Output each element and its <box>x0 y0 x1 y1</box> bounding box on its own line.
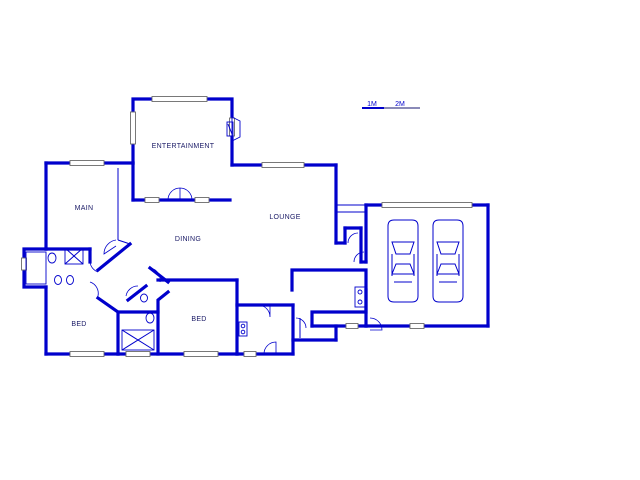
window-bed1-bottom <box>69 351 105 357</box>
shower-main <box>121 329 155 351</box>
window-kitchen-bottom <box>243 351 257 357</box>
room-label-entertainment: ENTERTAINMENT <box>152 143 215 150</box>
door-garage-side <box>353 251 365 263</box>
fixtures <box>25 247 366 351</box>
thin-lines <box>117 168 366 338</box>
window-ent-top <box>151 96 208 102</box>
toilet-ensuite <box>54 275 62 285</box>
window-lounge-top <box>261 162 305 168</box>
room-label-lounge: LOUNGE <box>269 214 300 221</box>
window-scullery <box>345 323 359 329</box>
door-entertainment <box>167 187 193 201</box>
door-bed2 <box>149 267 161 283</box>
window-bath-bottom <box>125 351 151 357</box>
window-ent-left <box>130 111 136 145</box>
room-labels: ENTERTAINMENT MAIN DINING LOUNGE BED BED <box>71 143 300 328</box>
window-bed2-bottom <box>183 351 219 357</box>
door-bed1 <box>89 281 99 297</box>
door-lounge-step <box>347 232 359 244</box>
window-main-top <box>69 160 105 166</box>
scale-label-2m: 2M <box>395 101 405 108</box>
sink <box>238 321 248 337</box>
toilet-main <box>145 312 155 324</box>
shower-ensuite <box>64 247 84 265</box>
window-dining-right <box>194 197 210 203</box>
scale-label-1m: 1M <box>367 101 377 108</box>
scale-bar: 1M 2M <box>362 101 420 109</box>
stove <box>354 286 366 308</box>
window-garage-bottom <box>409 323 425 329</box>
bath-ensuite <box>25 251 47 285</box>
door-scullery <box>295 317 307 329</box>
window-dining-left <box>144 197 160 203</box>
fireplace <box>226 116 241 142</box>
doors <box>89 187 383 355</box>
windows <box>21 96 473 357</box>
window-garage-top <box>381 202 473 208</box>
door-ensuite <box>89 261 99 273</box>
door-bath <box>125 285 139 297</box>
door-main <box>103 239 117 255</box>
car-right <box>432 219 464 303</box>
door-back <box>263 341 277 355</box>
car-left <box>387 219 419 303</box>
window-ensuite-left <box>21 257 27 271</box>
door-kitchen <box>257 304 271 318</box>
room-label-bed-1: BED <box>71 321 86 328</box>
room-label-bed-2: BED <box>191 316 206 323</box>
door-garage <box>369 317 383 331</box>
room-label-main: MAIN <box>75 205 94 212</box>
cars <box>387 219 464 303</box>
room-label-dining: DINING <box>175 236 201 243</box>
